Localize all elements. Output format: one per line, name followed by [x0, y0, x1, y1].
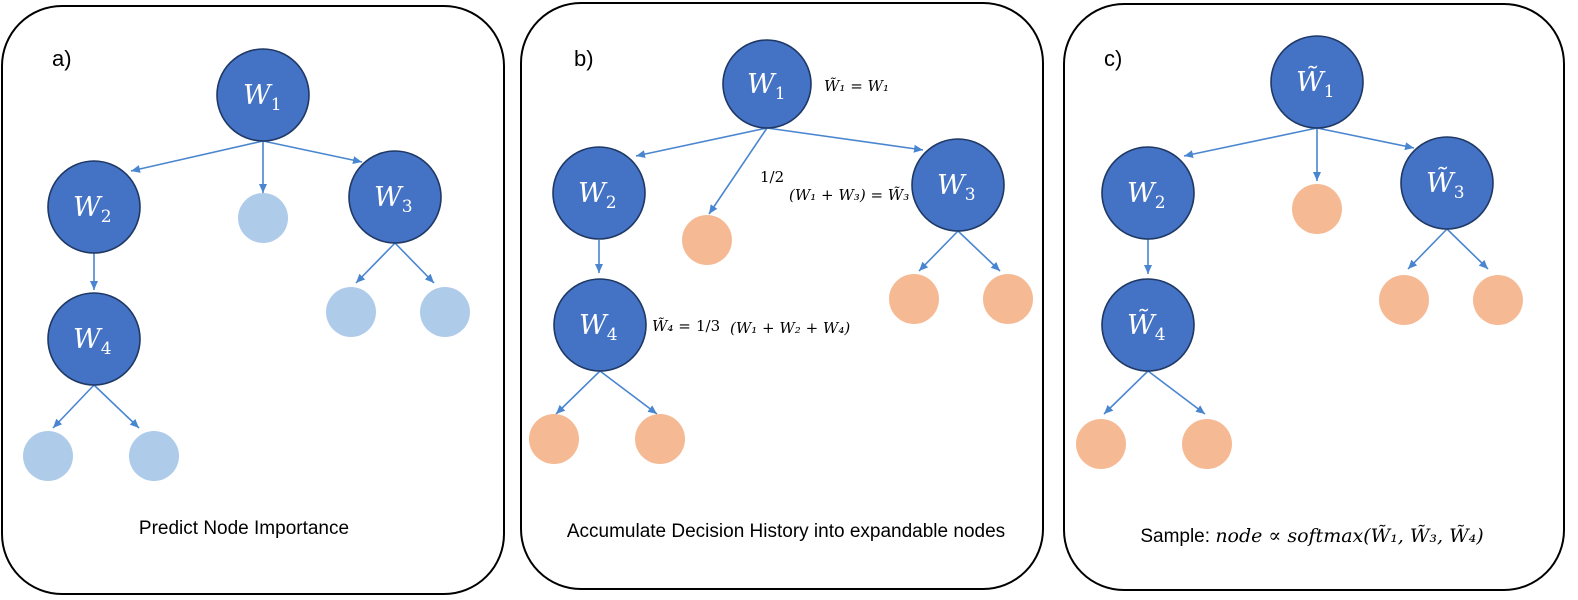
panel-c-caption: Sample: node ∝ softmax(W̃₁, W̃₃, W̃₄) — [1140, 525, 1483, 547]
edge-w4-leaf-left — [555, 370, 601, 415]
svg-text:W1: W1 — [243, 80, 282, 115]
svg-text:W̃₄ =: W̃₄ = — [652, 317, 691, 335]
svg-text:W̃4: W̃4 — [1127, 308, 1166, 345]
node-w4: W4 — [47, 292, 141, 386]
leaf-node — [238, 193, 288, 243]
node-w3: W3 — [911, 138, 1005, 232]
node-w2: W2 — [47, 160, 141, 254]
leaf-node — [326, 287, 376, 337]
svg-text:W3: W3 — [937, 170, 976, 205]
leaf-node — [889, 274, 939, 324]
node-w4: W̃4 — [1101, 278, 1195, 372]
edge-w3-leaf-right — [394, 242, 435, 284]
leaf-node — [1182, 419, 1232, 469]
svg-text:W̃1: W̃1 — [1296, 65, 1335, 102]
svg-text:W2: W2 — [73, 192, 112, 227]
svg-text:1/2: 1/2 — [760, 168, 784, 186]
svg-text:W2: W2 — [1127, 178, 1166, 213]
formula-w1: W̃₁ = W₁ — [824, 77, 889, 95]
edge-w4-leaf-left — [52, 384, 95, 429]
svg-text:W̃3: W̃3 — [1426, 166, 1465, 203]
formula-w4: W̃₄ = 1/3 (W₁ + W₂ + W₄) — [652, 317, 850, 337]
svg-text:W3: W3 — [374, 182, 413, 217]
leaf-node — [1292, 184, 1342, 234]
svg-text:(W₁ + W₂ + W₄): (W₁ + W₂ + W₄) — [730, 319, 850, 337]
node-w1: W1 — [216, 48, 310, 142]
node-w2: W2 — [1101, 146, 1195, 240]
leaf-node — [635, 414, 685, 464]
node-w1: W̃1 — [1270, 35, 1364, 129]
node-w4: W4 — [553, 278, 647, 372]
edge-w4-leaf-right — [1147, 370, 1206, 415]
edge-w1-leaf — [708, 127, 768, 215]
edge-w4-leaf-left — [1103, 370, 1149, 415]
leaf-node — [420, 287, 470, 337]
svg-text:1/3: 1/3 — [696, 317, 720, 335]
leaf-node — [1379, 275, 1429, 325]
leaf-node — [983, 274, 1033, 324]
panel-a-caption: Predict Node Importance — [139, 518, 349, 539]
leaf-node — [682, 215, 732, 265]
panel-b-label: b) — [574, 46, 594, 71]
edge-w1-w3 — [262, 140, 363, 165]
svg-text:W4: W4 — [579, 310, 618, 345]
edge-w1-w3 — [1316, 127, 1415, 151]
leaf-node — [23, 431, 73, 481]
edge-w3-leaf-left — [355, 242, 396, 284]
edge-w1-w2 — [635, 127, 768, 159]
panel-c-label: c) — [1104, 46, 1122, 71]
edge-w4-leaf-right — [93, 384, 140, 429]
svg-text:(W₁ + W₃) = W̃₃: (W₁ + W₃) = W̃₃ — [789, 186, 909, 204]
edge-w3-leaf-right — [957, 230, 1001, 272]
edge-w1-w3 — [766, 127, 924, 153]
panel-c: c) W̃1 W2 W̃3 W̃4 Sample: node ∝ so — [1063, 3, 1565, 591]
panel-a-frame — [1, 5, 505, 595]
svg-text:W1: W1 — [747, 69, 786, 104]
node-w3: W̃3 — [1400, 136, 1494, 230]
edge-w3-leaf-left — [918, 230, 959, 272]
svg-text:W4: W4 — [73, 324, 112, 359]
leaf-node — [129, 431, 179, 481]
leaf-node — [1076, 419, 1126, 469]
panel-a: a) W1 W2 W3 W4 Predi — [1, 5, 505, 595]
node-w3: W3 — [348, 150, 442, 244]
panel-b-caption: Accumulate Decision History into expanda… — [567, 521, 1005, 542]
leaf-node — [1473, 275, 1523, 325]
svg-text:W2: W2 — [578, 178, 617, 213]
edge-w1-w2 — [1183, 127, 1318, 159]
formula-w3: 1/2 (W₁ + W₃) = W̃₃ — [760, 168, 909, 204]
leaf-node — [529, 414, 579, 464]
panel-b: b) W1 W2 W3 W4 W̃₁ = W₁ — [520, 2, 1044, 590]
node-w1: W1 — [722, 39, 812, 129]
edge-w3-leaf-right — [1446, 228, 1489, 270]
edge-w1-w2 — [130, 140, 264, 173]
node-w2: W2 — [552, 146, 646, 240]
edge-w4-leaf-right — [599, 370, 658, 415]
panel-a-label: a) — [52, 46, 72, 71]
edge-w3-leaf-left — [1407, 228, 1448, 270]
